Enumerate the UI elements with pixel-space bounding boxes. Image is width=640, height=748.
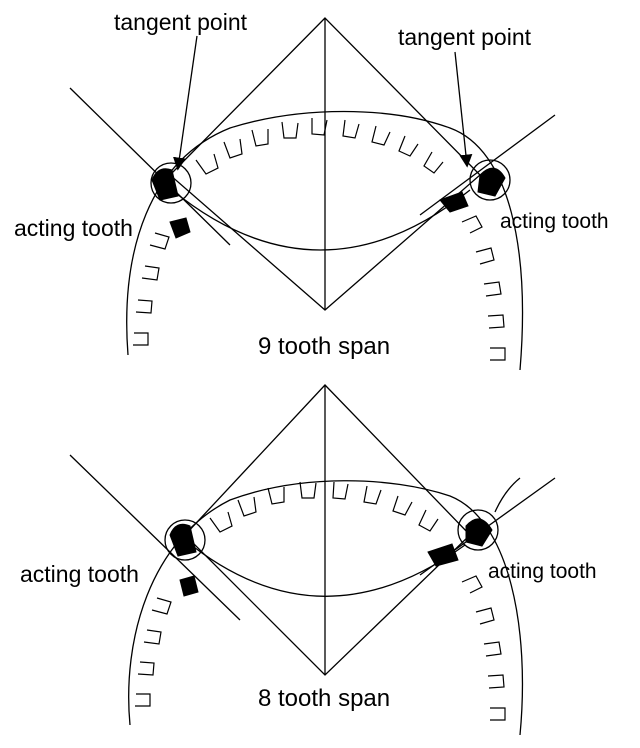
bottom-inner-arc — [184, 539, 466, 597]
bottom-acting-tooth-left-lower — [179, 575, 199, 597]
bottom-acting-tooth-right — [465, 518, 493, 547]
bottom-acting-tooth-label-right: acting tooth — [488, 560, 597, 583]
top-tangent-point-label-left: tangent point — [114, 9, 248, 35]
bottom-acting-tooth-left — [169, 523, 197, 557]
top-inner-arc — [171, 189, 471, 251]
top-arrow-right — [454, 51, 473, 168]
bottom-acting-teeth — [169, 518, 493, 597]
top-acting-tooth-label-right: acting tooth — [500, 210, 609, 233]
top-tangent-point-label-right: tangent point — [398, 24, 532, 50]
top-acting-tooth-left-lower — [169, 217, 191, 239]
top-ring-outer-arc — [126, 110, 524, 371]
top-tangent-line-left — [69, 87, 231, 246]
top-acting-tooth-right — [477, 167, 506, 197]
top-tangent-line-right — [419, 114, 556, 216]
top-acting-teeth — [151, 167, 506, 239]
bottom-teeth — [135, 481, 506, 721]
top-acting-tooth-right-lower — [439, 191, 469, 213]
bottom-acting-tooth-label-left: acting tooth — [20, 561, 139, 587]
top-tangent-circle-right — [469, 159, 511, 201]
bottom-ring-outer-arc — [128, 480, 524, 736]
bottom-tangent-circle-right — [457, 509, 499, 551]
bottom-panel — [69, 384, 556, 736]
bottom-tangent-line-left — [69, 454, 241, 621]
bottom-span-label: 8 tooth span — [258, 685, 390, 712]
top-span-label: 9 tooth span — [258, 333, 390, 360]
top-acting-tooth-left — [151, 168, 179, 201]
top-panel — [69, 17, 556, 371]
bottom-leader-curve — [494, 477, 521, 513]
top-acting-tooth-label-left: acting tooth — [14, 215, 133, 241]
bottom-acting-tooth-right-lower — [427, 543, 459, 567]
bottom-tangent-circle-left — [164, 519, 206, 561]
top-teeth — [133, 118, 506, 361]
top-arrow-left — [173, 35, 198, 171]
top-tangent-circle-left — [150, 162, 192, 204]
